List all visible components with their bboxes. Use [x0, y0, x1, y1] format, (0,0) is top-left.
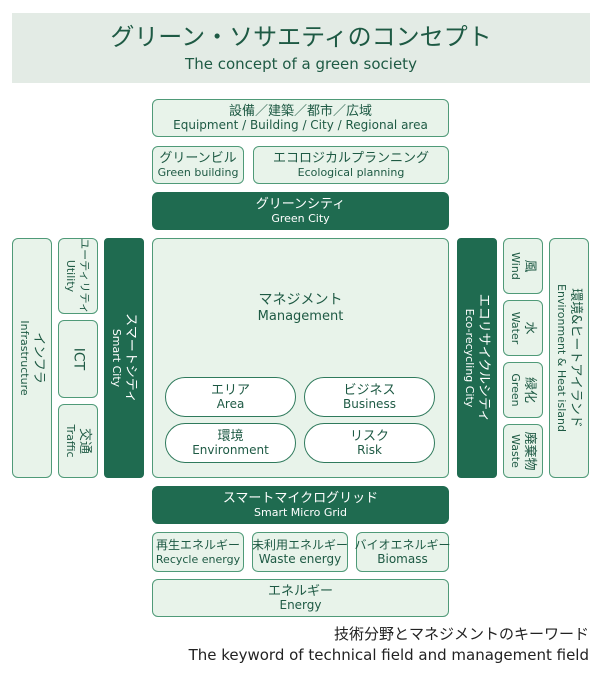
- smart-city-box: スマートシティ Smart City: [104, 238, 144, 478]
- waste-energy-box: 未利用エネルギー Waste energy: [252, 532, 348, 572]
- green-en: Green: [509, 373, 522, 407]
- eco-planning-jp: エコロジカルプランニング: [272, 151, 429, 166]
- risk-jp: リスク: [349, 429, 389, 444]
- equipment-en: Equipment / Building / City / Regional a…: [173, 118, 428, 132]
- biomass-box: バイオエネルギー Biomass: [354, 532, 451, 572]
- caption: 技術分野とマネジメントのキーワード The keyword of technic…: [9, 624, 589, 666]
- water-jp: 水: [522, 321, 537, 335]
- waste-box: 廃棄物 Waste: [503, 424, 543, 478]
- utility-box: ユーティリティ Utility: [58, 238, 98, 314]
- infrastructure-box: インフラ Infrastructure: [12, 238, 52, 478]
- title-banner: グリーン・ソサエティのコンセプト The concept of a green …: [12, 13, 590, 83]
- caption-jp: 技術分野とマネジメントのキーワード: [333, 625, 589, 643]
- ict-label: ICT: [70, 347, 87, 371]
- smart-city-en: Smart City: [110, 328, 123, 388]
- infrastructure-en: Infrastructure: [18, 320, 31, 396]
- equipment-jp: 設備／建築／都市／広域: [228, 104, 372, 119]
- management-en: Management: [257, 309, 344, 324]
- waste-energy-jp: 未利用エネルギー: [252, 538, 349, 552]
- area-jp: エリア: [210, 383, 250, 398]
- green-city-en: Green City: [271, 212, 330, 225]
- recycle-energy-jp: 再生エネルギー: [155, 538, 240, 552]
- title-jp: グリーン・ソサエティのコンセプト: [110, 23, 492, 51]
- eco-recycling-en: Eco-recycling City: [463, 308, 476, 408]
- business-jp: ビジネス: [343, 383, 396, 398]
- utility-jp: ユーティリティ: [78, 238, 91, 314]
- traffic-en: Traffic: [64, 424, 77, 458]
- ict-box: ICT: [58, 320, 98, 398]
- risk-en: Risk: [357, 443, 382, 457]
- environment-en: Environment: [192, 443, 269, 457]
- traffic-box: 交通 Traffic: [58, 404, 98, 478]
- eco-recycling-box: エコリサイクルシティ Eco-recycling City: [457, 238, 497, 478]
- wind-en: Wind: [509, 252, 522, 280]
- water-box: 水 Water: [503, 300, 543, 356]
- title-en: The concept of a green society: [185, 55, 417, 73]
- wind-box: 風 Wind: [503, 238, 543, 294]
- energy-box: エネルギー Energy: [152, 579, 449, 617]
- env-heat-jp: 環境&ヒートアイランド: [568, 288, 583, 428]
- green-city-jp: グリーンシティ: [255, 197, 346, 212]
- env-heat-box: 環境&ヒートアイランド Environment & Heat island: [549, 238, 589, 478]
- green-box: 緑化 Green: [503, 362, 543, 418]
- infrastructure-jp: インフラ: [31, 332, 46, 384]
- eco-planning-box: エコロジカルプランニング Ecological planning: [253, 146, 449, 184]
- traffic-jp: 交通: [77, 427, 92, 454]
- recycle-energy-box: 再生エネルギー Recycle energy: [152, 532, 244, 572]
- smart-grid-jp: スマートマイクログリッド: [222, 491, 379, 506]
- area-pill: エリア Area: [165, 377, 296, 417]
- management-jp: マネジメント: [258, 292, 343, 308]
- green-jp: 緑化: [522, 376, 537, 403]
- business-pill: ビジネス Business: [304, 377, 435, 417]
- caption-en: The keyword of technical field and manag…: [188, 646, 589, 664]
- waste-en: Waste: [509, 434, 522, 468]
- water-en: Water: [509, 311, 522, 345]
- environment-jp: 環境: [217, 429, 244, 444]
- smart-city-jp: スマートシティ: [123, 313, 138, 403]
- eco-recycling-jp: エコリサイクルシティ: [476, 293, 491, 423]
- biomass-jp: バイオエネルギー: [354, 538, 451, 552]
- business-en: Business: [343, 397, 396, 411]
- eco-planning-en: Ecological planning: [297, 166, 405, 179]
- green-building-box: グリーンビル Green building: [152, 146, 244, 184]
- area-en: Area: [216, 397, 245, 411]
- environment-pill: 環境 Environment: [165, 423, 296, 463]
- biomass-en: Biomass: [377, 552, 428, 566]
- utility-en: Utility: [64, 259, 77, 293]
- green-city-box: グリーンシティ Green City: [152, 192, 449, 230]
- env-heat-en: Environment & Heat island: [555, 284, 568, 432]
- energy-jp: エネルギー: [267, 584, 333, 599]
- green-building-jp: グリーンビル: [159, 151, 237, 166]
- green-building-en: Green building: [157, 166, 239, 179]
- waste-energy-en: Waste energy: [258, 552, 342, 566]
- wind-jp: 風: [522, 259, 537, 273]
- risk-pill: リスク Risk: [304, 423, 435, 463]
- equipment-box: 設備／建築／都市／広域 Equipment / Building / City …: [152, 99, 449, 137]
- waste-jp: 廃棄物: [522, 431, 537, 471]
- smart-grid-box: スマートマイクログリッド Smart Micro Grid: [152, 486, 449, 524]
- recycle-energy-en: Recycle energy: [155, 553, 241, 566]
- smart-grid-en: Smart Micro Grid: [254, 506, 347, 519]
- energy-en: Energy: [279, 598, 322, 612]
